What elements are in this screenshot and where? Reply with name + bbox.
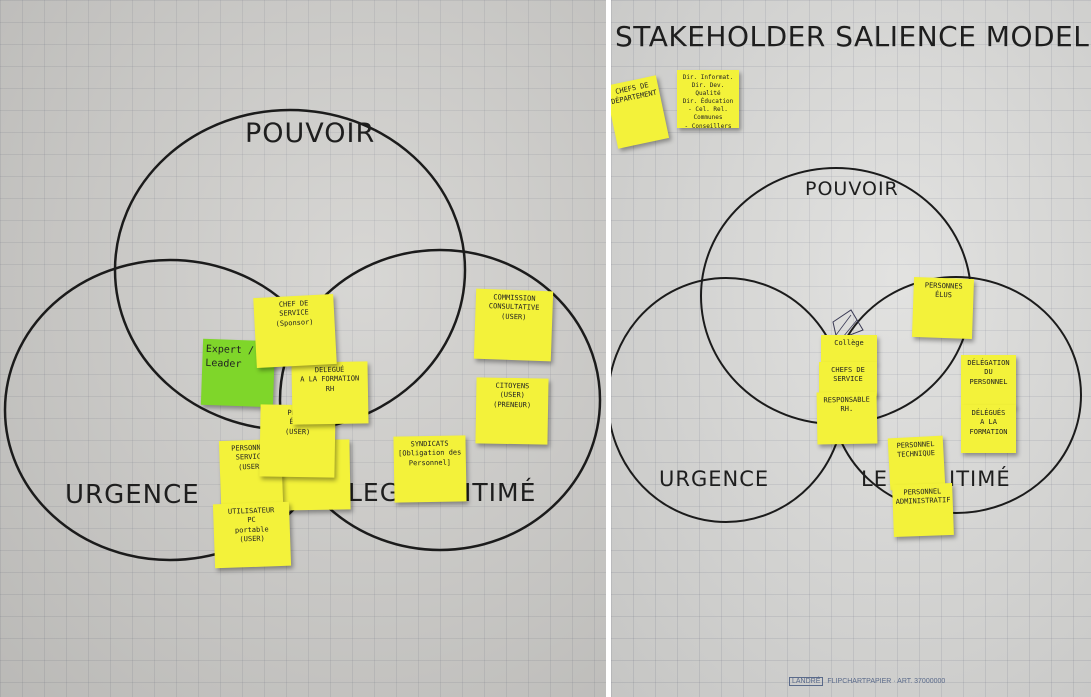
label-urgence: URGENCE: [659, 467, 770, 491]
sticky-note-delegues-formation: DÉLÉGUÉS A LA FORMATION: [961, 405, 1016, 453]
label-pouvoir: POUVOIR: [245, 118, 376, 149]
sticky-note-responsable-rh: RESPONSABLE RH.: [816, 391, 878, 445]
sticky-note-college: Collège: [821, 335, 877, 363]
sticky-note-syndicats: SYNDICATS [Obligation des Personnel]: [393, 435, 467, 503]
sticky-note-chef-service: CHEF DE SERVICE (Sponsor): [253, 293, 337, 369]
photo-left-board: POUVOIR URGENCE LEG ITIMÉ Expert / Leade…: [0, 0, 606, 697]
sticky-note-utilisateur: UTILISATEUR PC portable (USER): [212, 501, 292, 569]
sticky-note-delegation-personnel: DÉLÉGATION DU PERSONNEL: [961, 355, 1016, 407]
sticky-note-chefs-service: CHEFS DE SERVICE: [819, 362, 877, 396]
label-urgence: URGENCE: [65, 480, 200, 510]
sticky-note-personnel-technique: PERSONNEL TECHNIQUE: [887, 435, 946, 491]
label-legitimite-start: LEG: [348, 478, 401, 507]
sticky-note-personnel-administratif: PERSONNEL ADMINISTRATIF: [892, 482, 954, 538]
paper-brand-logo: LANDRÉ: [789, 677, 824, 686]
label-pouvoir: POUVOIR: [805, 178, 899, 200]
label-legitimite-end: ITIMÉ: [464, 478, 537, 507]
sticky-note-commission: COMMISSION CONSULTATIVE (USER): [473, 288, 554, 362]
board-title: STAKEHOLDER SALIENCE MODEL: [615, 20, 1090, 53]
paper-brand-text: FLIPCHARTPAPIER · ART. 37000000: [827, 678, 946, 685]
label-legitimite-start: LE: [861, 467, 888, 491]
sticky-note-citoyens: CITOYENS (USER) (PRENEUR): [475, 377, 549, 445]
label-legitimite-end: ITIMÉ: [949, 467, 1011, 491]
photo-right-board: STAKEHOLDER SALIENCE MODEL POUVOIR URGEN…: [611, 0, 1091, 697]
legitimite-circle: [278, 248, 602, 552]
sticky-note-delegue-formation: DELEGUÉ A LA FORMATION RH: [291, 361, 369, 425]
sticky-note-directions: Dir. Informat. Dir. Dev. Qualité Dir. Éd…: [677, 70, 739, 128]
pouvoir-circle: [113, 108, 467, 432]
hatched-core-area: [832, 309, 864, 341]
sticky-note-personnes-elus: PERSONNES ÉLUS: [911, 276, 975, 340]
